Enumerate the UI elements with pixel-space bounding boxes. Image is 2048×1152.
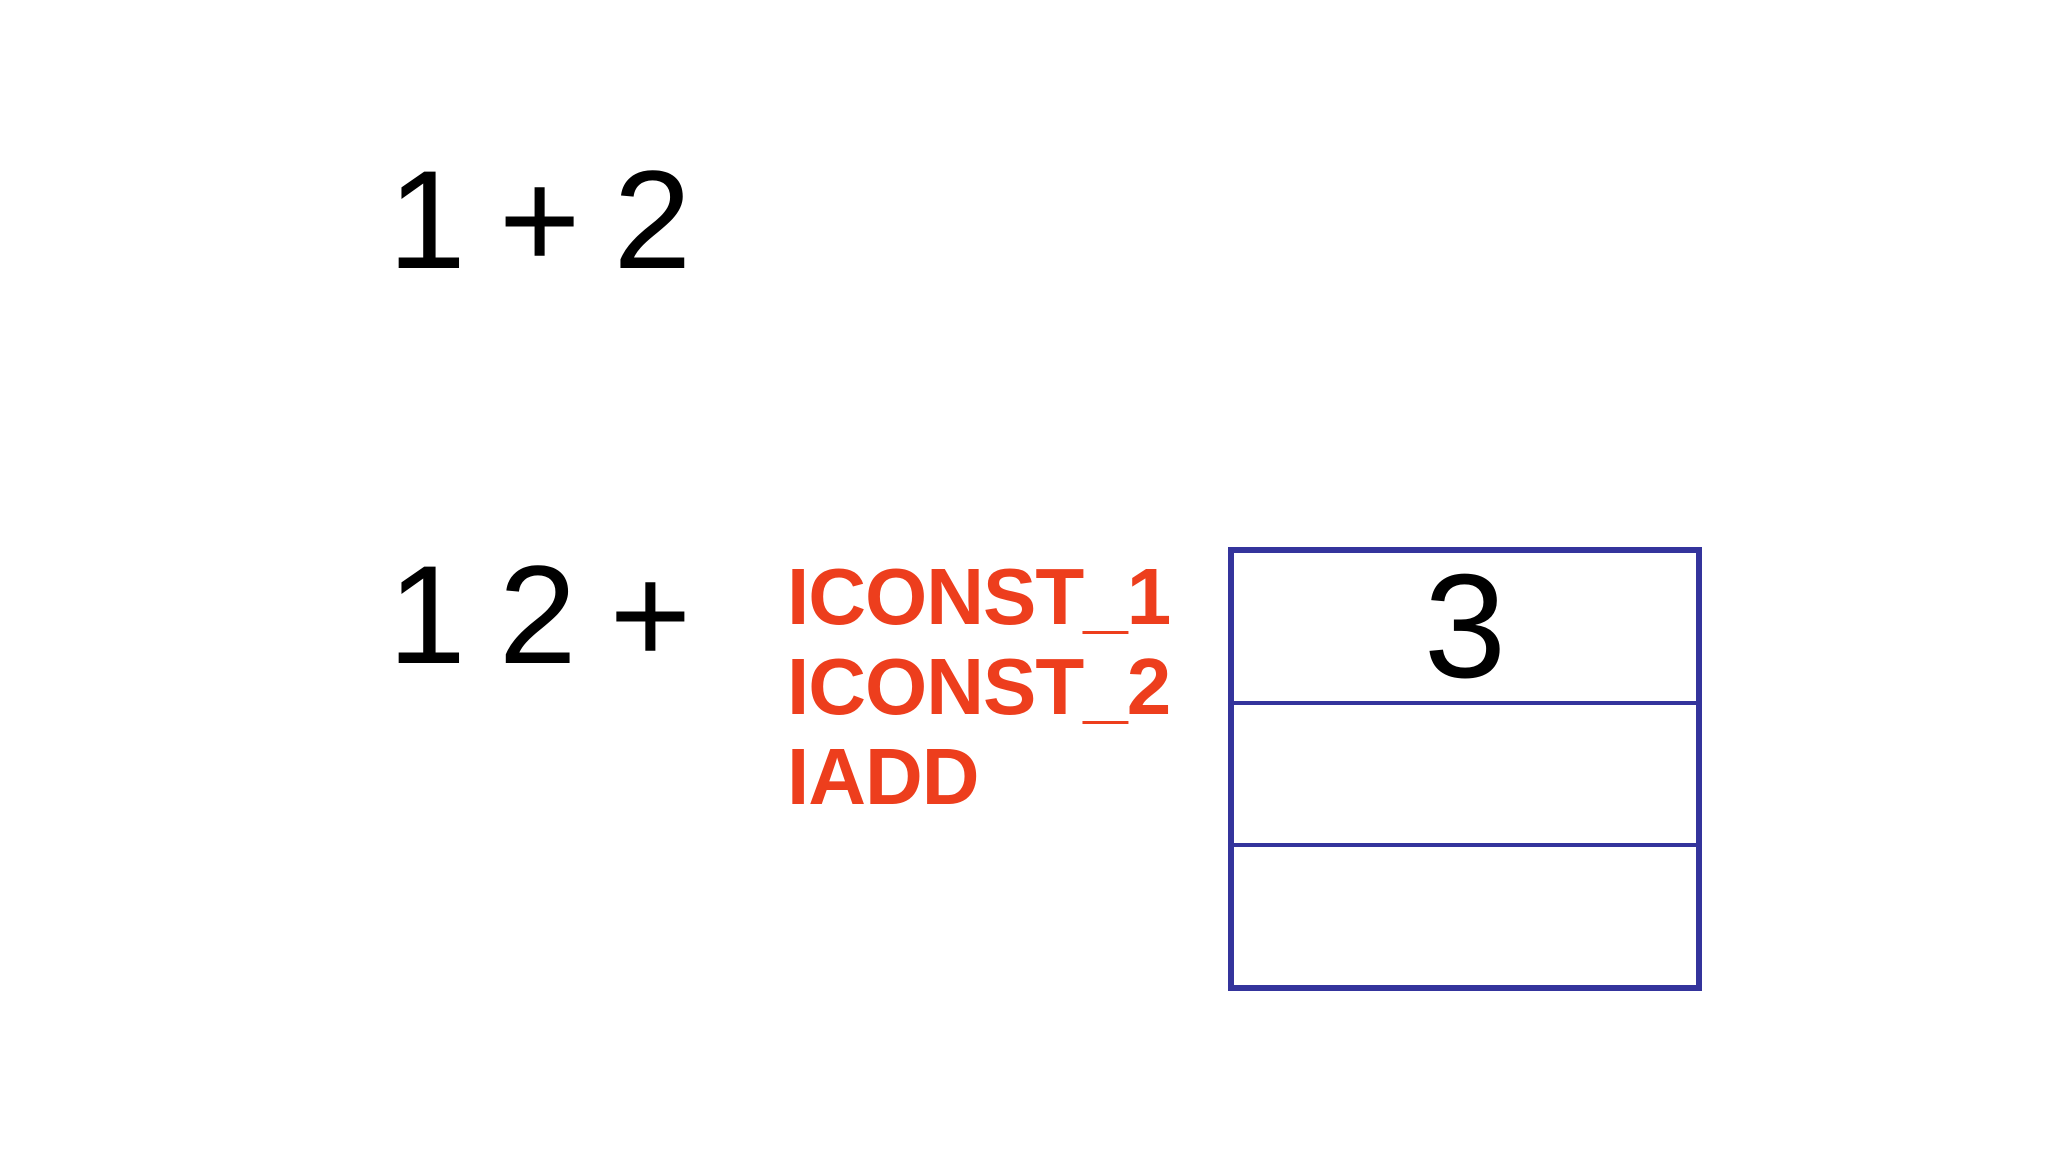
stack-slot-middle xyxy=(1234,705,1696,847)
bytecode-instruction-iconst-2: ICONST_2 xyxy=(787,642,1171,731)
stack-slot-top: 3 xyxy=(1234,553,1696,705)
postfix-expression: 1 2 + xyxy=(388,536,692,693)
operand-stack: 3 xyxy=(1228,547,1702,991)
bytecode-instruction-iconst-1: ICONST_1 xyxy=(787,552,1171,641)
infix-expression: 1 + 2 xyxy=(388,141,692,298)
stack-slot-value: 3 xyxy=(1423,544,1507,709)
stack-slot-bottom xyxy=(1234,847,1696,985)
bytecode-instruction-iadd: IADD xyxy=(787,732,980,821)
bytecode-listing: ICONST_1 ICONST_2 IADD xyxy=(787,552,1171,822)
